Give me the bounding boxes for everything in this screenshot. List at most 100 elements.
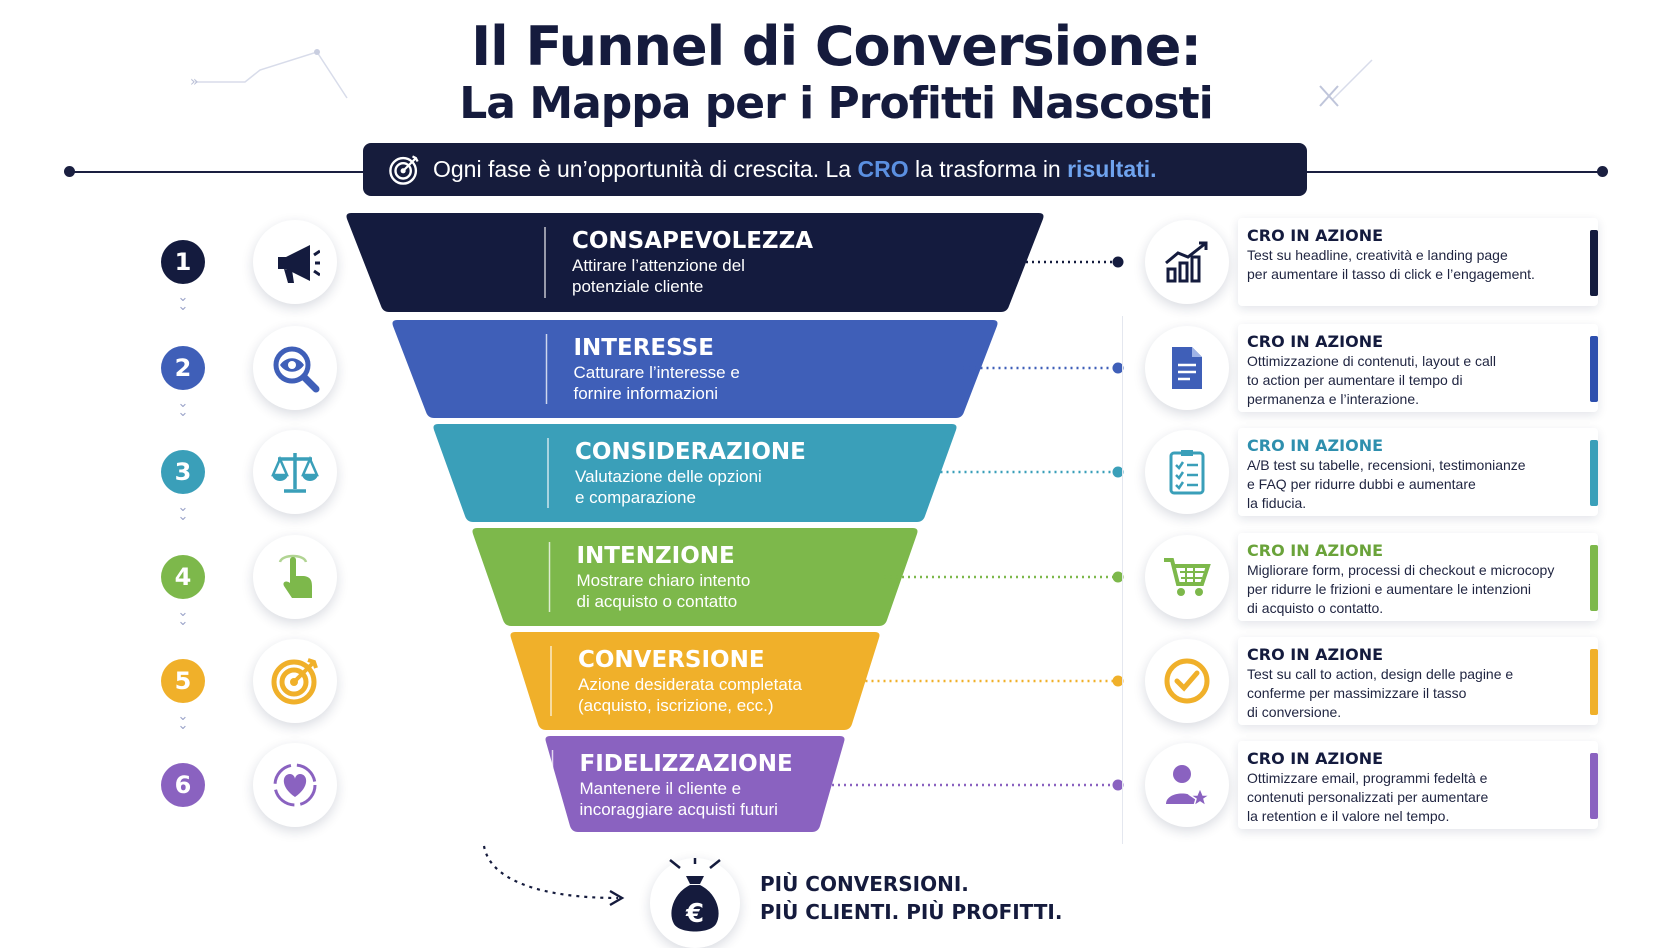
bottom-line-1: PIÙ CONVERSIONI. [760,872,969,896]
cro-card-line: conferme per massimizzare il tasso [1247,685,1467,701]
funnel-stage-6-text: FIDELIZZAZIONE Mantenere il cliente e in… [580,750,793,820]
stage-title: CONVERSIONE [578,647,765,673]
stage-title: CONSIDERAZIONE [575,439,806,465]
funnel-stage-4-text: INTENZIONE Mostrare chiaro intento di ac… [577,542,751,612]
cro-card-title: CRO IN AZIONE [1247,749,1384,768]
megaphone-icon [278,245,320,283]
stage-icon-badge-4 [253,535,337,619]
page-subtitle: La Mappa per i Profitti Nascosti [459,78,1213,129]
cro-icon-badge-6 [1145,743,1229,827]
tagline-banner: Ogni fase è un’opportunità di crescita. … [363,143,1307,196]
cro-card-accent-bar [1590,753,1598,819]
funnel-segment-2 [392,320,998,418]
target-icon [271,658,318,705]
cro-card-line: la fiducia. [1247,495,1307,511]
step-number-badge-5: 5 [161,659,205,703]
connector-dot-6 [1112,779,1124,791]
check-circle-icon [1164,658,1210,704]
cro-icon-badge-5 [1145,639,1229,723]
scale-icon [271,453,319,493]
stage-description-line-2: e comparazione [575,488,696,507]
stage-icon-badge-1 [253,220,337,304]
funnel-stage-1-text: CONSAPEVOLEZZA Attirare l’attenzione del… [572,227,813,297]
cro-card-accent-bar [1590,649,1598,715]
stage-title: CONSAPEVOLEZZA [572,228,814,254]
funnel-stage-3-text: CONSIDERAZIONE Valutazione delle opzioni… [575,438,806,508]
cro-card-title: CRO IN AZIONE [1247,332,1384,351]
cro-card-5: CRO IN AZIONE Test su call to action, des… [1238,637,1598,725]
line-dot-right [1597,166,1608,177]
funnel-segment-3 [433,424,957,522]
funnel-segment-6 [545,736,845,832]
cro-card-line: per aumentare il tasso di click e l’enga… [1247,266,1535,282]
stage-title: INTERESSE [573,335,714,361]
document-icon [1172,347,1202,389]
connector-dot-5 [1112,675,1124,687]
user-star-icon [1166,765,1212,808]
currency-symbol: € [685,899,704,929]
stage-icon-badge-5 [253,639,337,723]
step-number-badge-6: 6 [161,763,205,807]
step-number-badge-2: 2 [161,346,205,390]
cro-icon-badge-3 [1145,430,1229,514]
heart-cycle-icon [273,763,317,807]
line-dot-left [64,166,75,177]
funnel-stage-5-text: CONVERSIONE Azione desiderata completata… [578,646,802,716]
cro-card-line: A/B test su tabelle, recensioni, testimo… [1247,457,1526,473]
chevron-down-icon: ⌄⌄ [177,604,189,628]
banner-text-2: la trasforma in [908,156,1068,182]
cro-card-line: per ridurre le frizioni e aumentare le i… [1247,581,1532,597]
decorative-sparkle-icon: » [190,49,348,99]
cro-icon-badge-2 [1145,326,1229,410]
stage-description-line-2: fornire informazioni [573,384,719,403]
cro-card-title: CRO IN AZIONE [1247,436,1384,455]
cro-card-line: Test su headline, creatività e landing p… [1247,247,1508,263]
funnel-segment-1 [346,213,1044,312]
cro-card-line: la retention e il valore nel tempo. [1247,808,1450,824]
cro-card-title: CRO IN AZIONE [1247,645,1384,664]
cro-icon-badge-1 [1145,220,1229,304]
money-bag-icon: € [669,858,721,932]
chevron-down-icon: ⌄⌄ [177,289,189,313]
stage-description-line-1: Mantenere il cliente e [579,779,742,798]
cro-card-line: to action per aumentare il tempo di [1247,372,1463,388]
cro-card-line: Ottimizzazione di contenuti, layout e ca… [1247,353,1497,369]
cro-card-accent-bar [1590,230,1598,296]
cro-icon-badge-4 [1145,535,1229,619]
stage-description-line-1: Valutazione delle opzioni [575,467,762,486]
stage-description-line-1: Catturare l’interesse e [573,363,740,382]
right-divider [1122,316,1123,844]
connector-dot-2 [1112,362,1124,374]
cro-card-3: CRO IN AZIONE A/B test su tabelle, recens… [1238,428,1598,516]
step-number-badge-4: 4 [161,555,205,599]
connector-dot-4 [1112,571,1124,583]
cro-card-title: CRO IN AZIONE [1247,541,1384,560]
chevron-down-icon: ⌄⌄ [177,395,189,419]
step-number-badge-3: 3 [161,450,205,494]
banner-text: Ogni fase è un’opportunità di crescita. … [433,156,858,182]
stage-title: INTENZIONE [576,543,735,569]
stage-icon-badge-6 [253,743,337,827]
cro-card-line: di conversione. [1247,704,1342,720]
stage-title: FIDELIZZAZIONE [579,751,793,777]
connector-dot-1 [1112,256,1124,268]
money-bag-badge: € [650,858,740,948]
stage-description-line-2: incoraggiare acquisti futuri [579,800,778,819]
page-title: Il Funnel di Conversione: [471,15,1202,78]
divider-line-left [70,171,365,173]
cro-card-line: contenuti personalizzati per aumentare [1247,789,1489,805]
curved-arrow-icon [482,845,625,907]
step-number-badge-1: 1 [161,240,205,284]
cro-card-line: di acquisto o contatto. [1247,600,1384,616]
svg-text:»: » [190,74,199,90]
stage-description-line-2: di acquisto o contatto [576,592,738,611]
banner-risultati: risultati. [1067,156,1157,182]
funnel-stage-2-text: INTERESSE Catturare l’interesse e fornir… [574,334,740,404]
funnel-segment-4 [472,528,918,626]
cro-card-line: Test su call to action, design delle pag… [1247,666,1514,682]
decorative-sparkle-icon-right [1319,59,1373,107]
stage-icon-badge-2 [253,326,337,410]
stage-icon-badge-3 [253,430,337,514]
